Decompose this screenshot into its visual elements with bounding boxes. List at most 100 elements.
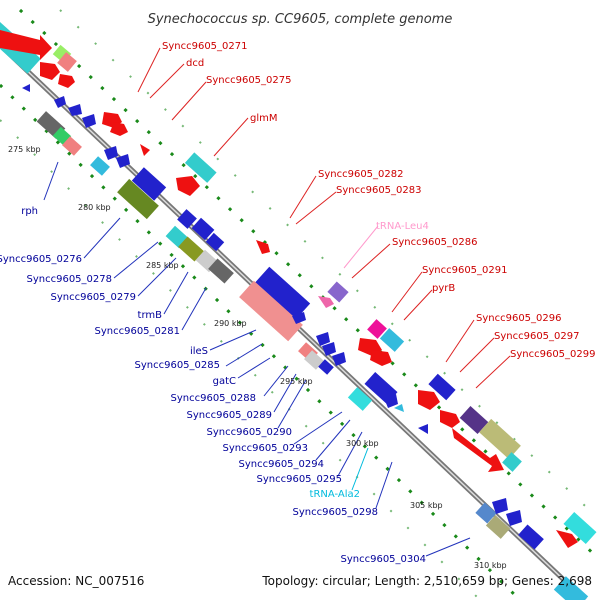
gene-arrow[interactable] [0, 30, 52, 60]
gene-label[interactable]: Syncc9605_0288 [171, 393, 257, 404]
gene-label[interactable]: Syncc9605_0293 [223, 443, 309, 454]
reverse-leaders [43, 161, 471, 557]
kbp-tick-label: 280 kbp [78, 203, 111, 212]
gene-block[interactable] [367, 319, 387, 339]
gene-arrow[interactable] [140, 144, 150, 156]
gene-arrow[interactable] [418, 424, 428, 434]
gene-label[interactable]: Syncc9605_0297 [494, 331, 580, 342]
gene-label[interactable]: pyrB [432, 283, 455, 294]
gene-label[interactable]: Syncc9605_0290 [207, 427, 293, 438]
gene-label[interactable]: Syncc9605_0281 [95, 326, 181, 337]
gene-block[interactable] [208, 258, 234, 284]
trna-leader [343, 225, 379, 269]
gene-label[interactable]: Syncc9605_0275 [206, 75, 292, 86]
reverse-strand-genes [22, 84, 589, 600]
gene-label[interactable]: Syncc9605_0271 [162, 41, 248, 52]
gene-arrow[interactable] [68, 104, 82, 116]
gene-block[interactable] [479, 418, 521, 460]
gene-block[interactable] [475, 502, 497, 524]
gene-block[interactable] [184, 152, 217, 183]
gene-block[interactable] [131, 167, 167, 201]
gene-arrow[interactable] [370, 350, 392, 366]
gene-arrow[interactable] [492, 498, 508, 514]
gene-block[interactable] [205, 232, 225, 252]
gene-block[interactable] [459, 406, 489, 434]
gene-arrow[interactable] [440, 410, 460, 428]
gene-block[interactable] [177, 209, 197, 229]
gene-block[interactable] [364, 372, 398, 404]
gene-block[interactable] [239, 280, 303, 342]
gene-block[interactable] [428, 373, 456, 401]
map-title: Synechococcus sp. CC9605, complete genom… [148, 12, 453, 27]
kbp-tick-label: 290 kbp [214, 319, 247, 328]
gene-block[interactable] [90, 156, 110, 176]
gene-block[interactable] [502, 452, 522, 472]
gene-arrow[interactable] [22, 84, 30, 92]
gene-label[interactable]: Syncc9605_0304 [341, 554, 427, 565]
gene-arrow[interactable] [418, 390, 440, 410]
gene-arrow[interactable] [40, 62, 60, 80]
gene-block[interactable] [57, 52, 77, 72]
gene-label[interactable]: Syncc9605_0282 [318, 169, 404, 180]
gene-arrow[interactable] [54, 96, 66, 108]
gene-arrow[interactable] [384, 394, 398, 408]
gene-arrow[interactable] [176, 176, 200, 196]
gene-block[interactable] [178, 236, 204, 262]
forward-leaders [137, 47, 511, 389]
track-guides [0, 8, 600, 600]
gene-label[interactable]: Syncc9605_0285 [135, 360, 221, 371]
gene-label[interactable]: rph [21, 206, 38, 217]
gene-label[interactable]: Syncc9605_0283 [336, 185, 422, 196]
gene-arrow[interactable] [58, 74, 75, 88]
kbp-tick-label: 275 kbp [8, 145, 41, 154]
gene-label[interactable]: dcd [186, 58, 204, 69]
gene-label[interactable]: glmM [250, 113, 278, 124]
gene-label[interactable]: gatC [213, 376, 236, 387]
gene-arrow[interactable] [82, 114, 96, 128]
gene-block[interactable] [318, 359, 334, 375]
gene-label[interactable]: Syncc9605_0299 [510, 349, 596, 360]
gene-arrow[interactable] [110, 122, 128, 136]
kbp-tick-label: 305 kbp [410, 501, 443, 510]
gene-arrow[interactable] [322, 342, 336, 356]
gene-arrow[interactable] [316, 332, 330, 346]
gene-label[interactable]: Syncc9605_0279 [51, 292, 137, 303]
gene-block[interactable] [62, 136, 82, 156]
gene-label[interactable]: trmB [138, 310, 163, 321]
gene-label[interactable]: Syncc9605_0295 [257, 474, 343, 485]
trna-label[interactable]: tRNA-Leu4 [376, 221, 429, 232]
gene-arrow[interactable] [332, 352, 346, 366]
gene-block[interactable] [563, 512, 597, 544]
gene-block[interactable] [304, 350, 324, 370]
gene-label[interactable]: Syncc9605_0298 [293, 507, 379, 518]
gene-arrow[interactable] [256, 240, 270, 254]
gene-block[interactable] [553, 576, 589, 600]
gene-label[interactable]: Syncc9605_0278 [27, 274, 113, 285]
gene-arrow[interactable] [116, 154, 130, 168]
gene-block[interactable] [117, 178, 159, 220]
gene-block[interactable] [254, 266, 311, 320]
gene-label[interactable]: Syncc9605_0276 [0, 254, 82, 265]
gene-block[interactable] [347, 387, 373, 411]
gene-label[interactable]: Syncc9605_0289 [187, 410, 273, 421]
trna-arrow[interactable] [394, 404, 404, 412]
gene-block[interactable] [191, 217, 215, 241]
trna-label[interactable]: tRNA-Ala2 [310, 489, 360, 500]
gene-arrow[interactable] [292, 312, 306, 324]
gene-label[interactable]: Syncc9605_0294 [239, 459, 325, 470]
trna-arrow[interactable] [318, 296, 334, 308]
gene-arrow[interactable] [556, 530, 578, 548]
gene-block[interactable] [485, 515, 511, 539]
gene-label[interactable]: Syncc9605_0291 [422, 265, 508, 276]
gene-arrow[interactable] [452, 428, 504, 472]
kbp-tick-label: 295 kbp [280, 377, 313, 386]
gene-label[interactable]: Syncc9605_0296 [476, 313, 562, 324]
gene-label[interactable]: ileS [190, 346, 208, 357]
gene-block[interactable] [327, 281, 349, 303]
gene-block[interactable] [379, 328, 405, 352]
gene-arrow[interactable] [104, 146, 118, 160]
gene-block[interactable] [518, 524, 544, 550]
gene-label[interactable]: Syncc9605_0286 [392, 237, 478, 248]
gene-arrow[interactable] [506, 510, 522, 526]
